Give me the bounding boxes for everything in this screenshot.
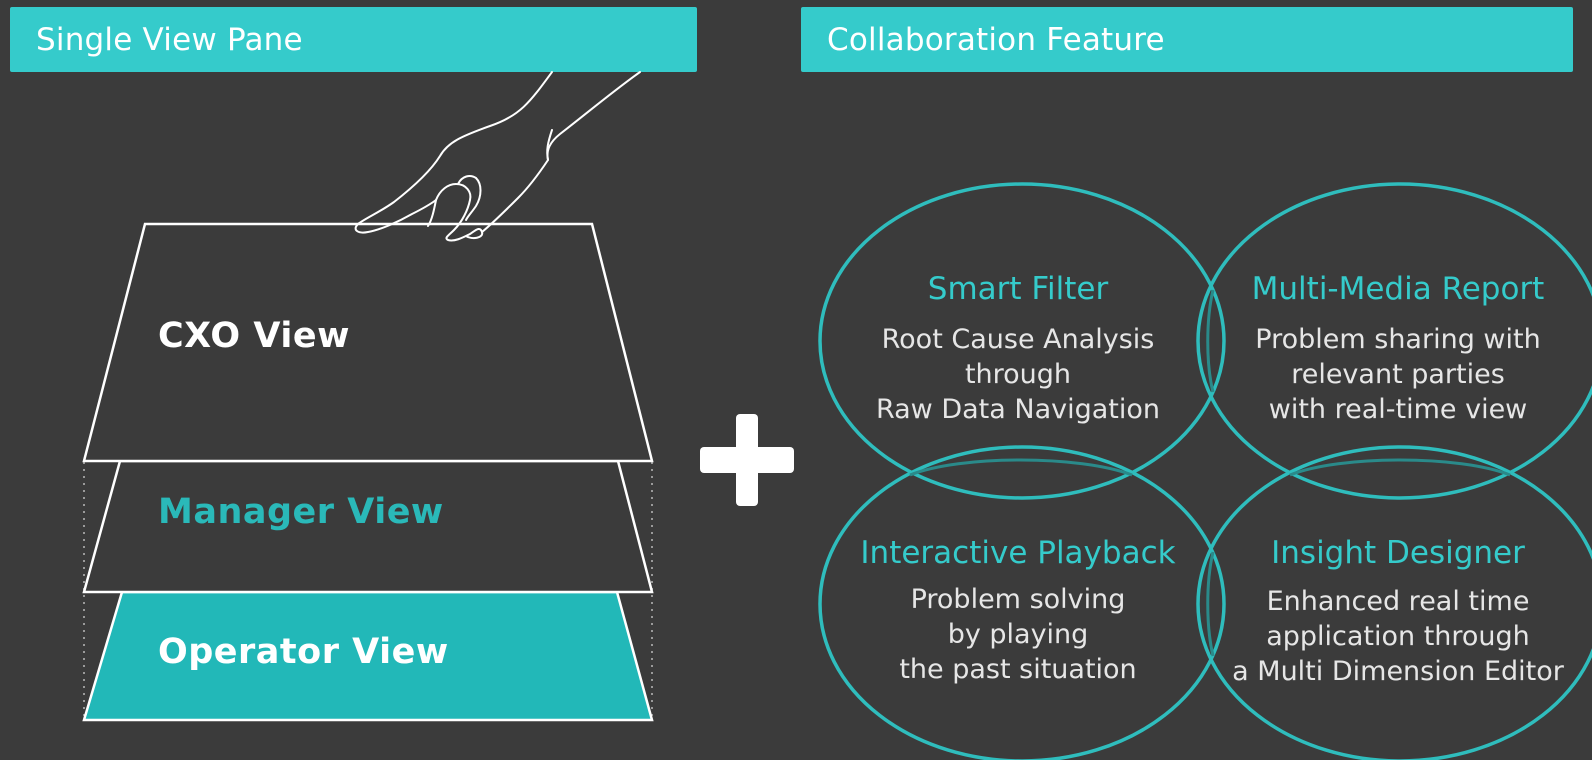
feature-title: Multi-Media Report bbox=[1251, 271, 1545, 307]
feature-description-line: application through bbox=[1266, 621, 1530, 652]
feature-smart-filter: Smart Filter Root Cause Analysis through… bbox=[848, 270, 1188, 427]
feature-description: Problem sharing with relevant parties wi… bbox=[1228, 322, 1568, 427]
feature-description-line: the past situation bbox=[899, 654, 1137, 685]
circle-insight-designer bbox=[1196, 445, 1592, 760]
feature-description-line: Root Cause Analysis bbox=[881, 324, 1155, 355]
circle-multimedia-report bbox=[1196, 182, 1592, 500]
operator-view-label: Operator View bbox=[158, 632, 449, 672]
hand-icon bbox=[354, 71, 641, 242]
collaboration-feature-title: Collaboration Feature bbox=[827, 21, 1165, 58]
feature-description: Root Cause Analysis through Raw Data Nav… bbox=[848, 322, 1188, 427]
venn-overlaps bbox=[909, 289, 1511, 657]
feature-description-line: relevant parties bbox=[1291, 359, 1505, 390]
plus-icon bbox=[700, 414, 794, 506]
feature-title: Smart Filter bbox=[927, 271, 1109, 307]
collaboration-feature-header: Collaboration Feature bbox=[801, 7, 1573, 72]
feature-insight-designer: Insight Designer Enhanced real time appl… bbox=[1228, 534, 1568, 689]
feature-description-line: by playing bbox=[947, 619, 1089, 650]
circle-smart-filter bbox=[818, 182, 1226, 500]
cxo-view-label: CXO View bbox=[158, 316, 350, 356]
feature-description-line: through bbox=[964, 359, 1072, 390]
feature-description-line: Raw Data Navigation bbox=[875, 394, 1161, 425]
feature-description-line: with real-time view bbox=[1268, 394, 1528, 425]
manager-view-label: Manager View bbox=[158, 492, 444, 532]
feature-title: Interactive Playback bbox=[860, 535, 1176, 571]
feature-description-line: Problem sharing with bbox=[1255, 324, 1541, 355]
feature-description-line: Enhanced real time bbox=[1266, 586, 1530, 617]
venn-diagram bbox=[818, 182, 1592, 760]
feature-interactive-playback: Interactive Playback Problem solving by … bbox=[848, 534, 1188, 687]
feature-description-line: Problem solving bbox=[910, 584, 1126, 615]
single-view-pane-title: Single View Pane bbox=[36, 21, 303, 58]
plus-vertical-bar bbox=[736, 414, 758, 506]
feature-description-line: a Multi Dimension Editor bbox=[1232, 656, 1564, 687]
feature-multimedia-report: Multi-Media Report Problem sharing with … bbox=[1228, 270, 1568, 427]
cxo-layer bbox=[82, 222, 654, 463]
single-view-pane-header: Single View Pane bbox=[10, 7, 697, 72]
feature-description: Enhanced real time application through a… bbox=[1228, 584, 1568, 689]
feature-description: Problem solving by playing the past situ… bbox=[848, 582, 1188, 687]
feature-title: Insight Designer bbox=[1271, 535, 1525, 571]
circle-interactive-playback bbox=[818, 445, 1226, 760]
